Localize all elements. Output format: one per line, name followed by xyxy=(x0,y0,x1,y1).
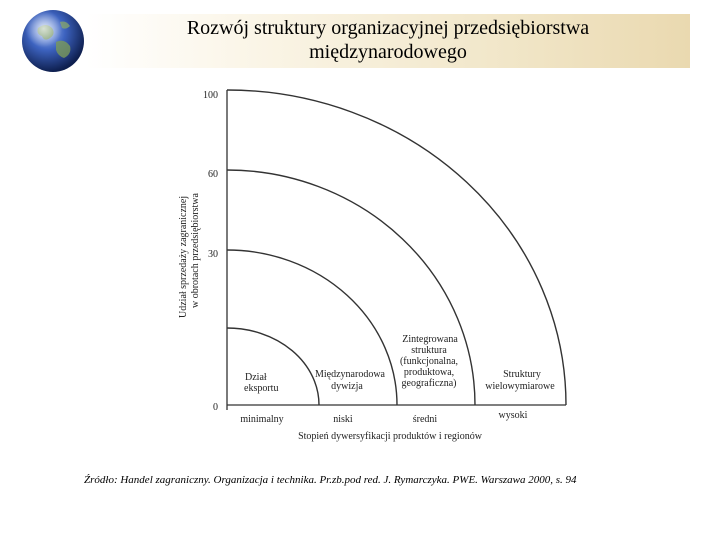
svg-text:eksportu: eksportu xyxy=(244,383,278,394)
svg-text:produktowa,: produktowa, xyxy=(404,367,454,378)
svg-text:(funkcjonalna,: (funkcjonalna, xyxy=(400,356,458,367)
title-banner xyxy=(86,14,690,68)
svg-text:struktura: struktura xyxy=(411,345,447,356)
globe-icon xyxy=(22,10,84,72)
y-axis-label-line2: w obrotach przedsiębiorstwa xyxy=(190,192,201,308)
y-axis-label-line1: Udział sprzedaży zagranicznej xyxy=(178,196,189,318)
x-category-minimal: minimalny xyxy=(240,414,283,425)
x-category-low: niski xyxy=(333,414,353,425)
x-axis-label: Stopień dywersyfikacji produktów i regio… xyxy=(298,431,483,442)
source-note: Źródło: Handel zagraniczny. Organizacja … xyxy=(84,474,577,486)
svg-text:dywizja: dywizja xyxy=(331,381,363,392)
y-tick-100: 100 xyxy=(203,90,218,101)
svg-text:geograficzna): geograficzna) xyxy=(402,378,457,389)
region-integrated-structure: Zintegrowana struktura (funkcjonalna, pr… xyxy=(400,334,458,389)
x-category-medium: średni xyxy=(413,414,438,425)
y-tick-60: 60 xyxy=(208,169,218,180)
arc-multidimensional-structures xyxy=(226,89,567,406)
arc-integrated-structure xyxy=(226,169,476,406)
slide-title: Rozwój struktury organizacyjnej przedsię… xyxy=(86,16,690,64)
y-tick-0: 0 xyxy=(213,402,218,413)
svg-text:Międzynarodowa: Międzynarodowa xyxy=(315,369,386,380)
arc-international-division xyxy=(226,249,398,406)
region-international-division: Międzynarodowa dywizja xyxy=(315,369,386,392)
y-axis-label: Udział sprzedaży zagranicznej w obrotach… xyxy=(178,192,201,318)
slide-title-line2: międzynarodowego xyxy=(309,41,467,63)
y-tick-30: 30 xyxy=(208,249,218,260)
region-multidimensional-structures: Struktury wielowymiarowe xyxy=(485,369,555,392)
svg-text:wielowymiarowe: wielowymiarowe xyxy=(485,381,555,392)
arc-export-department xyxy=(226,327,320,406)
slide-title-line1: Rozwój struktury organizacyjnej przedsię… xyxy=(186,17,590,39)
x-category-high: wysoki xyxy=(499,410,528,421)
svg-text:Struktury: Struktury xyxy=(503,369,541,380)
svg-text:Dział: Dział xyxy=(245,372,267,383)
region-export-department: Dział eksportu xyxy=(244,372,278,394)
svg-text:Zintegrowana: Zintegrowana xyxy=(402,334,458,345)
